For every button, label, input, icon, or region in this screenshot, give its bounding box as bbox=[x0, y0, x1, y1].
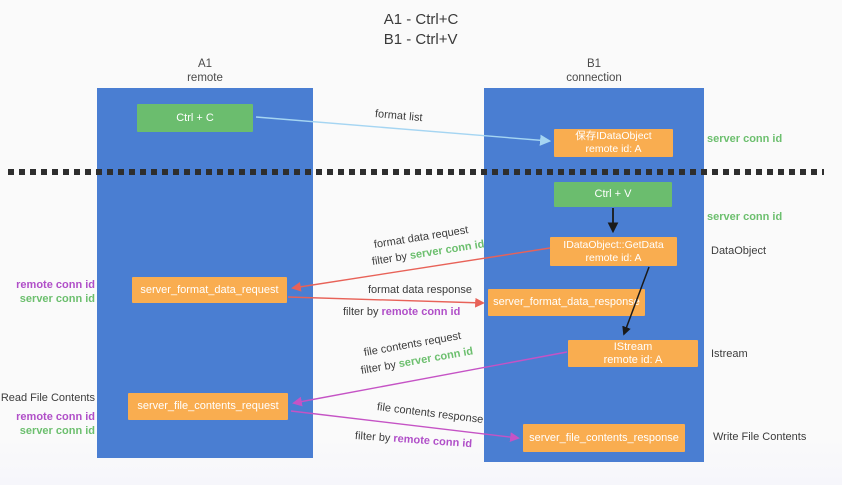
node-server-file-contents-request: server_file_contents_request bbox=[128, 393, 288, 420]
column-a1-name: A1 bbox=[197, 58, 213, 70]
remote-conn-id-left-2: remote conn id bbox=[16, 411, 95, 423]
diagram-title: A1 - Ctrl+C B1 - Ctrl+V bbox=[0, 10, 842, 50]
remote-conn-id-left-1: remote conn id bbox=[16, 279, 95, 291]
column-a1-subtitle: remote bbox=[187, 72, 223, 84]
node-idataobject-getdata: IDataObject::GetData remote id: A bbox=[550, 237, 677, 266]
node-save-idataobject: 保存IDataObject remote id: A bbox=[554, 129, 673, 157]
format-response-label: server_format_data_response bbox=[493, 296, 640, 308]
column-b1-name: B1 bbox=[586, 58, 602, 70]
column-header-b1: B1 connection bbox=[484, 57, 704, 85]
dotted-separator-line bbox=[8, 169, 824, 175]
getdata-line1: IDataObject::GetData bbox=[563, 238, 664, 251]
filter-by-text: filter by bbox=[371, 250, 408, 268]
ctrl-c-label: Ctrl + C bbox=[176, 111, 214, 124]
remote-conn-id-text: remote conn id bbox=[392, 432, 473, 451]
file-request-label: server_file_contents_request bbox=[137, 400, 279, 412]
server-conn-id-side-top: server conn id bbox=[707, 133, 783, 145]
node-ctrl-c: Ctrl + C bbox=[137, 104, 253, 132]
server-conn-id-left-2: server conn id bbox=[19, 425, 95, 437]
column-b1-subtitle: connection bbox=[566, 72, 622, 84]
title-line-2: B1 - Ctrl+V bbox=[383, 31, 458, 48]
filter-by-text: filter by bbox=[343, 306, 379, 318]
getdata-line2: remote id: A bbox=[585, 251, 642, 264]
dataobject-side-label: DataObject bbox=[711, 245, 767, 257]
left-conn-id-group-1: remote conn id server conn id bbox=[0, 278, 95, 306]
server-conn-id-left-1: server conn id bbox=[19, 293, 95, 305]
istream-line1: IStream bbox=[613, 340, 653, 353]
ctrl-v-label: Ctrl + V bbox=[594, 188, 632, 200]
save-idataobject-line2: remote id: A bbox=[585, 143, 642, 155]
read-file-contents-label: Read File Contents bbox=[0, 392, 95, 404]
left-conn-id-group-2: remote conn id server conn id bbox=[0, 410, 95, 438]
node-ctrl-v: Ctrl + V bbox=[554, 182, 672, 207]
node-istream: IStream remote id: A bbox=[568, 340, 698, 367]
server-conn-id-side-mid: server conn id bbox=[707, 211, 783, 223]
format-list-label: format list bbox=[374, 108, 424, 125]
istream-line2: remote id: A bbox=[603, 353, 663, 366]
write-file-contents-label: Write File Contents bbox=[713, 431, 807, 443]
remote-conn-id-text: remote conn id bbox=[381, 306, 461, 318]
format-data-response-arrow bbox=[287, 296, 485, 308]
save-idataobject-line1: 保存IDataObject bbox=[575, 130, 652, 142]
format-data-response-label: format data response bbox=[368, 284, 472, 296]
title-line-1: A1 - Ctrl+C bbox=[383, 11, 459, 28]
column-header-a1: A1 remote bbox=[97, 57, 313, 85]
node-server-file-contents-response: server_file_contents_response bbox=[523, 424, 685, 452]
filter-by-text: filter by bbox=[359, 358, 397, 377]
file-response-label: server_file_contents_response bbox=[529, 431, 679, 444]
node-server-format-data-request: server_format_data_request bbox=[132, 277, 287, 303]
istream-side-label: Istream bbox=[711, 348, 748, 360]
filter-by-text: filter by bbox=[354, 430, 391, 445]
node-server-format-data-response: server_format_data_response bbox=[488, 289, 645, 316]
file-contents-response-label: file contents response bbox=[376, 401, 484, 426]
format-request-label: server_format_data_request bbox=[140, 283, 279, 296]
